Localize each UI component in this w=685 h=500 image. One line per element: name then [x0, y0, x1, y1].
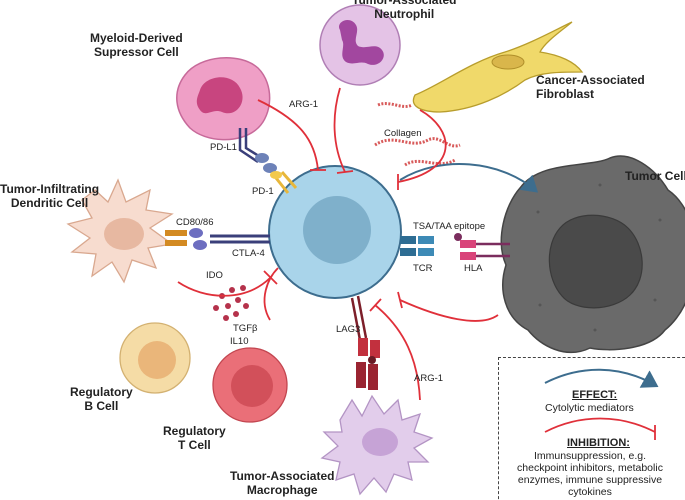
fibroblast-cell — [412, 21, 584, 113]
legend-inhibition-title: INHIBITION: — [567, 437, 630, 449]
label-cd80: CD80/86 — [176, 217, 214, 228]
label-tam: Tumor-Associated Macrophage — [230, 469, 335, 497]
neutrophil-cell — [319, 4, 401, 86]
label-tumor: Tumor Cell — [625, 169, 685, 183]
cd80-ctla4-receptors — [165, 228, 270, 250]
legend-effect-arrow — [544, 368, 659, 388]
inhibition-arrows — [177, 87, 499, 401]
label-tcr: TCR — [413, 263, 433, 274]
legend-inhibition-symbol — [544, 417, 656, 440]
tcr-hla-receptors — [400, 233, 510, 260]
label-epitope: TSA/TAA epitope — [413, 221, 486, 232]
label-ctla4: CTLA-4 — [232, 248, 265, 259]
label-il10: IL10 — [230, 336, 249, 347]
collagen-fibres — [374, 102, 461, 167]
pd1-pdl1-receptors — [238, 128, 298, 194]
legend-inhibition-text: Immunsuppression, e.g. checkpoint inhibi… — [517, 450, 663, 499]
macrophage-cell — [320, 394, 434, 496]
label-tgfb: TGFβ — [233, 323, 258, 334]
mdsc-cell — [176, 57, 271, 141]
dendritic-cell — [66, 178, 174, 284]
label-pdl1: PD-L1 — [210, 142, 237, 153]
label-arg1-bottom: ARG-1 — [414, 373, 444, 384]
breg-cell — [119, 322, 191, 394]
label-neutrophil: Tumor-Associated Neutrophil — [352, 0, 457, 21]
label-arg1-top: ARG-1 — [289, 99, 319, 110]
legend-box — [498, 357, 685, 500]
label-collagen: Collagen — [384, 128, 422, 139]
label-mdsc: Myeloid-Derived Supressor Cell — [90, 31, 183, 59]
label-dendritic: Tumor-Infiltrating Dendritic Cell — [0, 182, 100, 210]
label-lag3: LAG3 — [336, 324, 361, 335]
label-caf: Cancer-Associated Fibroblast — [536, 73, 645, 101]
label-hla: HLA — [464, 263, 483, 274]
effect-arrow — [399, 163, 539, 193]
label-breg: Regulatory B Cell — [70, 385, 133, 413]
label-treg: Regulatory T Cell — [163, 424, 226, 452]
tumor-cell — [500, 155, 685, 354]
epitope-dot — [454, 233, 462, 241]
cytokine-dots — [213, 285, 249, 321]
label-pd1: PD-1 — [252, 186, 274, 197]
effector-t-cell — [268, 165, 402, 299]
legend-effect-title: EFFECT: — [572, 389, 618, 401]
label-ido: IDO — [206, 270, 223, 281]
treg-cell — [212, 347, 288, 423]
legend-effect-text: Cytolytic mediators — [545, 402, 634, 414]
lag3-receptor — [350, 295, 380, 390]
